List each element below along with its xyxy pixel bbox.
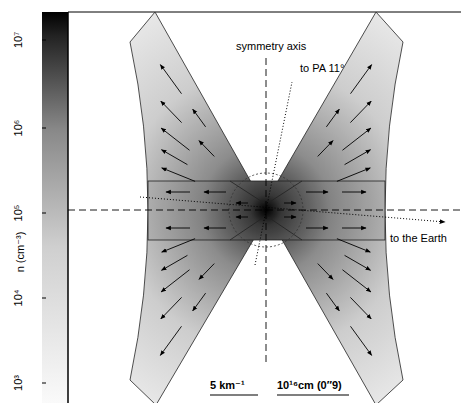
velocity-arrow bbox=[350, 297, 371, 319]
velocity-arrow bbox=[162, 239, 195, 252]
velocity-arrow bbox=[342, 192, 366, 193]
velocity-arrow bbox=[161, 255, 187, 270]
velocity-arrow bbox=[345, 150, 371, 165]
velocity-arrow bbox=[342, 228, 366, 229]
velocity-arrow bbox=[350, 101, 371, 123]
velocity-arrow bbox=[161, 270, 189, 292]
velocity-arrow bbox=[199, 141, 214, 157]
velocity-arrow bbox=[161, 101, 182, 123]
axis-label: n (cm⁻³) bbox=[14, 232, 27, 273]
velocity-arrow bbox=[326, 109, 339, 127]
velocity-arrow bbox=[342, 270, 370, 292]
velocity-arrow bbox=[161, 297, 182, 319]
velocity-arrow bbox=[161, 150, 187, 165]
velocity-arrow bbox=[162, 168, 195, 181]
velocity-arrow bbox=[204, 228, 226, 229]
velocity-arrow bbox=[193, 293, 206, 311]
frame bbox=[68, 12, 461, 13]
velocity-arrow bbox=[342, 128, 370, 150]
colorbar-ticks bbox=[42, 40, 46, 383]
velocity-arrow bbox=[161, 128, 189, 150]
velocity-arrow bbox=[166, 228, 190, 229]
equatorial-band bbox=[148, 181, 385, 240]
velocity-arrow bbox=[345, 255, 371, 270]
length-scale-bar bbox=[277, 394, 349, 395]
velocity-arrow bbox=[160, 326, 181, 355]
tick-label: 10³ bbox=[12, 375, 25, 391]
tick-label: 10⁵ bbox=[12, 205, 25, 222]
frame bbox=[67, 12, 69, 403]
velocity-arrow bbox=[326, 293, 339, 311]
scale-label: 5 km⁻¹ bbox=[210, 379, 245, 392]
direction-label: to the Earth bbox=[390, 232, 447, 245]
velocity-arrows bbox=[160, 65, 371, 356]
scale-label: 10¹⁶cm (0″9) bbox=[277, 379, 342, 392]
velocity-scale-bar bbox=[210, 394, 258, 395]
tick-label: 10⁷ bbox=[12, 32, 25, 48]
velocity-arrow bbox=[236, 217, 248, 218]
velocity-arrow bbox=[193, 109, 206, 127]
velocity-arrow bbox=[337, 239, 370, 252]
velocity-arrow bbox=[284, 203, 296, 204]
velocity-arrow bbox=[337, 168, 370, 181]
velocity-arrow bbox=[306, 228, 328, 229]
velocity-arrow bbox=[318, 141, 333, 157]
velocity-arrow bbox=[199, 264, 214, 280]
velocity-arrow bbox=[160, 65, 181, 94]
velocity-arrow bbox=[204, 192, 226, 193]
equatorial-band-shade bbox=[148, 181, 385, 240]
direction-label: to PA 11° bbox=[300, 62, 344, 75]
tick-label: 10⁴ bbox=[12, 290, 25, 307]
axis-label: symmetry axis bbox=[236, 40, 306, 53]
velocity-arrow bbox=[318, 264, 333, 280]
symmetry-axis-line bbox=[266, 58, 267, 362]
velocity-arrow bbox=[236, 203, 248, 204]
velocity-arrow bbox=[306, 192, 328, 193]
velocity-arrow bbox=[350, 326, 371, 355]
earth-direction bbox=[140, 197, 445, 222]
equatorial-axis bbox=[68, 210, 461, 211]
velocity-arrow bbox=[284, 217, 296, 218]
velocity-arrow bbox=[350, 65, 371, 94]
colorbar bbox=[42, 12, 68, 403]
velocity-arrow bbox=[166, 192, 190, 193]
tick-label: 10⁶ bbox=[12, 120, 25, 137]
pa-direction bbox=[255, 82, 292, 265]
inner-disk-edges bbox=[230, 181, 302, 240]
